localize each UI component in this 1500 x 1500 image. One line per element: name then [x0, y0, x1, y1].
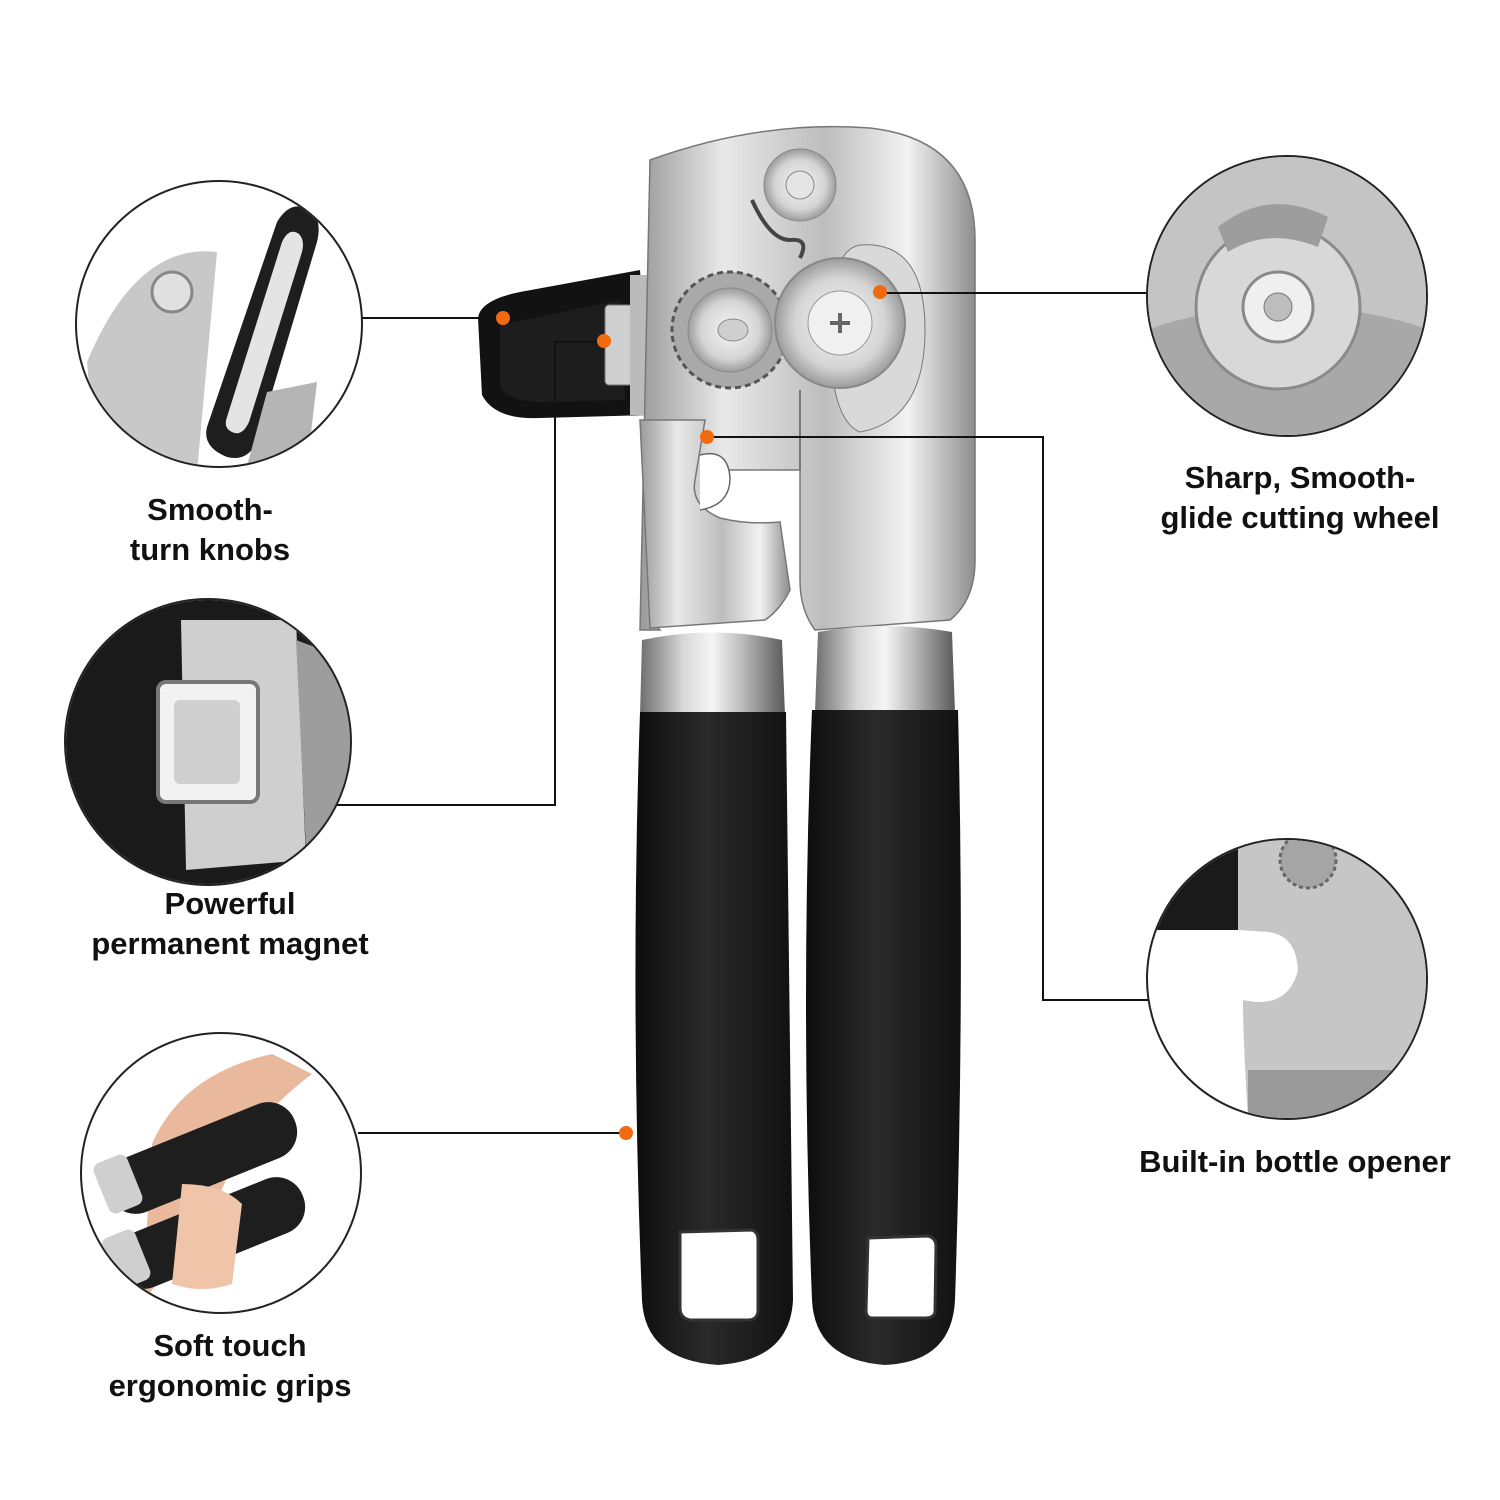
detail-circle-knobs	[75, 180, 363, 468]
feature-label-knobs: Smooth- turn knobs	[129, 492, 291, 567]
feature-label-magnet: Powerful permanent magnet	[91, 886, 369, 961]
detail-circle-magnet	[64, 598, 352, 886]
callout-line-knobs	[360, 317, 503, 319]
hotspot-wheel[interactable]	[873, 285, 887, 299]
bottle-opener-icon	[1148, 840, 1426, 1118]
callout-line-bottle-v	[1042, 436, 1044, 1001]
magnet-detail-icon	[66, 600, 350, 884]
knob-detail-icon	[87, 206, 319, 466]
hand-grip-icon	[93, 1054, 312, 1304]
callout-line-magnet-h1	[330, 804, 556, 806]
can-opener-product	[470, 120, 990, 1370]
detail-circle-bottle	[1146, 838, 1428, 1120]
hotspot-magnet[interactable]	[597, 334, 611, 348]
callout-line-grips	[358, 1132, 626, 1134]
callout-line-magnet-v	[554, 341, 556, 806]
callout-line-bottle-h1	[707, 436, 1044, 438]
cutting-wheel-icon	[1148, 157, 1426, 435]
hotspot-knobs[interactable]	[496, 311, 510, 325]
feature-label-bottle: Built-in bottle opener	[1139, 1144, 1451, 1179]
hotspot-grips[interactable]	[619, 1126, 633, 1140]
hotspot-bottle[interactable]	[700, 430, 714, 444]
callout-line-wheel	[880, 292, 1147, 294]
feature-label-wheel: Sharp, Smooth- glide cutting wheel	[1160, 460, 1440, 535]
detail-circle-wheel	[1146, 155, 1428, 437]
callout-line-bottle-h2	[1042, 999, 1148, 1001]
can-opener-illustration-icon	[478, 125, 976, 1365]
feature-label-grips: Soft touch ergonomic grips	[108, 1328, 352, 1403]
detail-circle-grips	[80, 1032, 362, 1314]
callout-line-magnet-h2	[554, 341, 606, 343]
